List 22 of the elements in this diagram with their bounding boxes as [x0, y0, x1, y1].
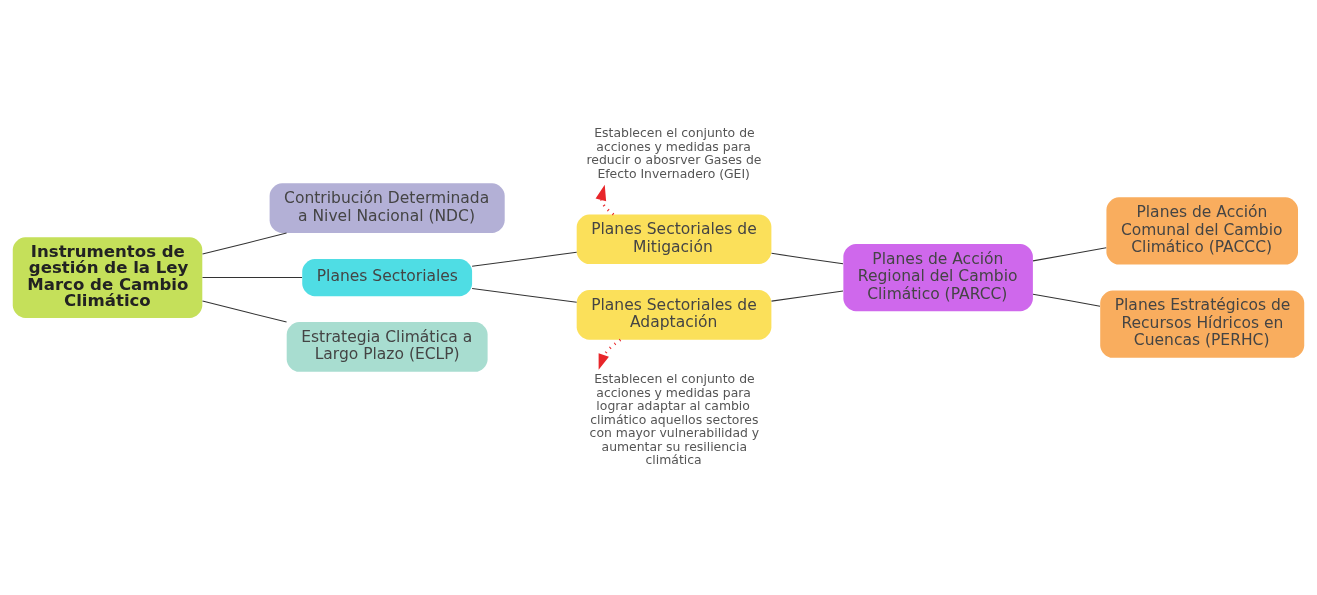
connector — [1032, 293, 1101, 307]
node-box: Planes de Acción Regional del Cambio Climático (PARCC) — [843, 243, 1033, 312]
arrow — [598, 338, 622, 370]
node-box: Planes Sectoriales de Adaptación — [576, 290, 772, 340]
node-box: Estrategia Climática a Largo Plazo (ECLP) — [286, 322, 488, 372]
node-text: Establecen el conjunto de acciones y medidas para reducir o abosrver Gases de Efecto Invernadero (GEI) — [586, 125, 762, 181]
node-box: Planes Estratégicos de Recursos Hídricos en Cuencas (PERHC) — [1100, 290, 1305, 358]
connector — [202, 300, 288, 323]
connector — [202, 277, 303, 279]
node-box: Instrumentos de gestión de la Ley Marco de Cambio Climático — [12, 237, 203, 318]
connector — [471, 288, 578, 303]
node-box: Planes de Acción Comunal del Cambio Climático (PACCC) — [1106, 197, 1298, 265]
node-box: Planes Sectoriales de Mitigación — [576, 214, 772, 265]
arrow — [595, 184, 615, 216]
connector — [471, 251, 578, 267]
connector — [202, 232, 288, 255]
node-box: Planes Sectoriales — [302, 258, 473, 297]
node-text: Establecen el conjunto de acciones y medidas para lograr adaptar al cambio climático aquellos sectores con mayor vulnerabilidad y aumentar su resiliencia climática — [589, 371, 760, 468]
connector — [771, 252, 844, 265]
connector — [1032, 247, 1107, 262]
node-box: Contribución Determinada a Nivel Nacional (NDC) — [269, 183, 505, 234]
connector — [771, 290, 844, 302]
